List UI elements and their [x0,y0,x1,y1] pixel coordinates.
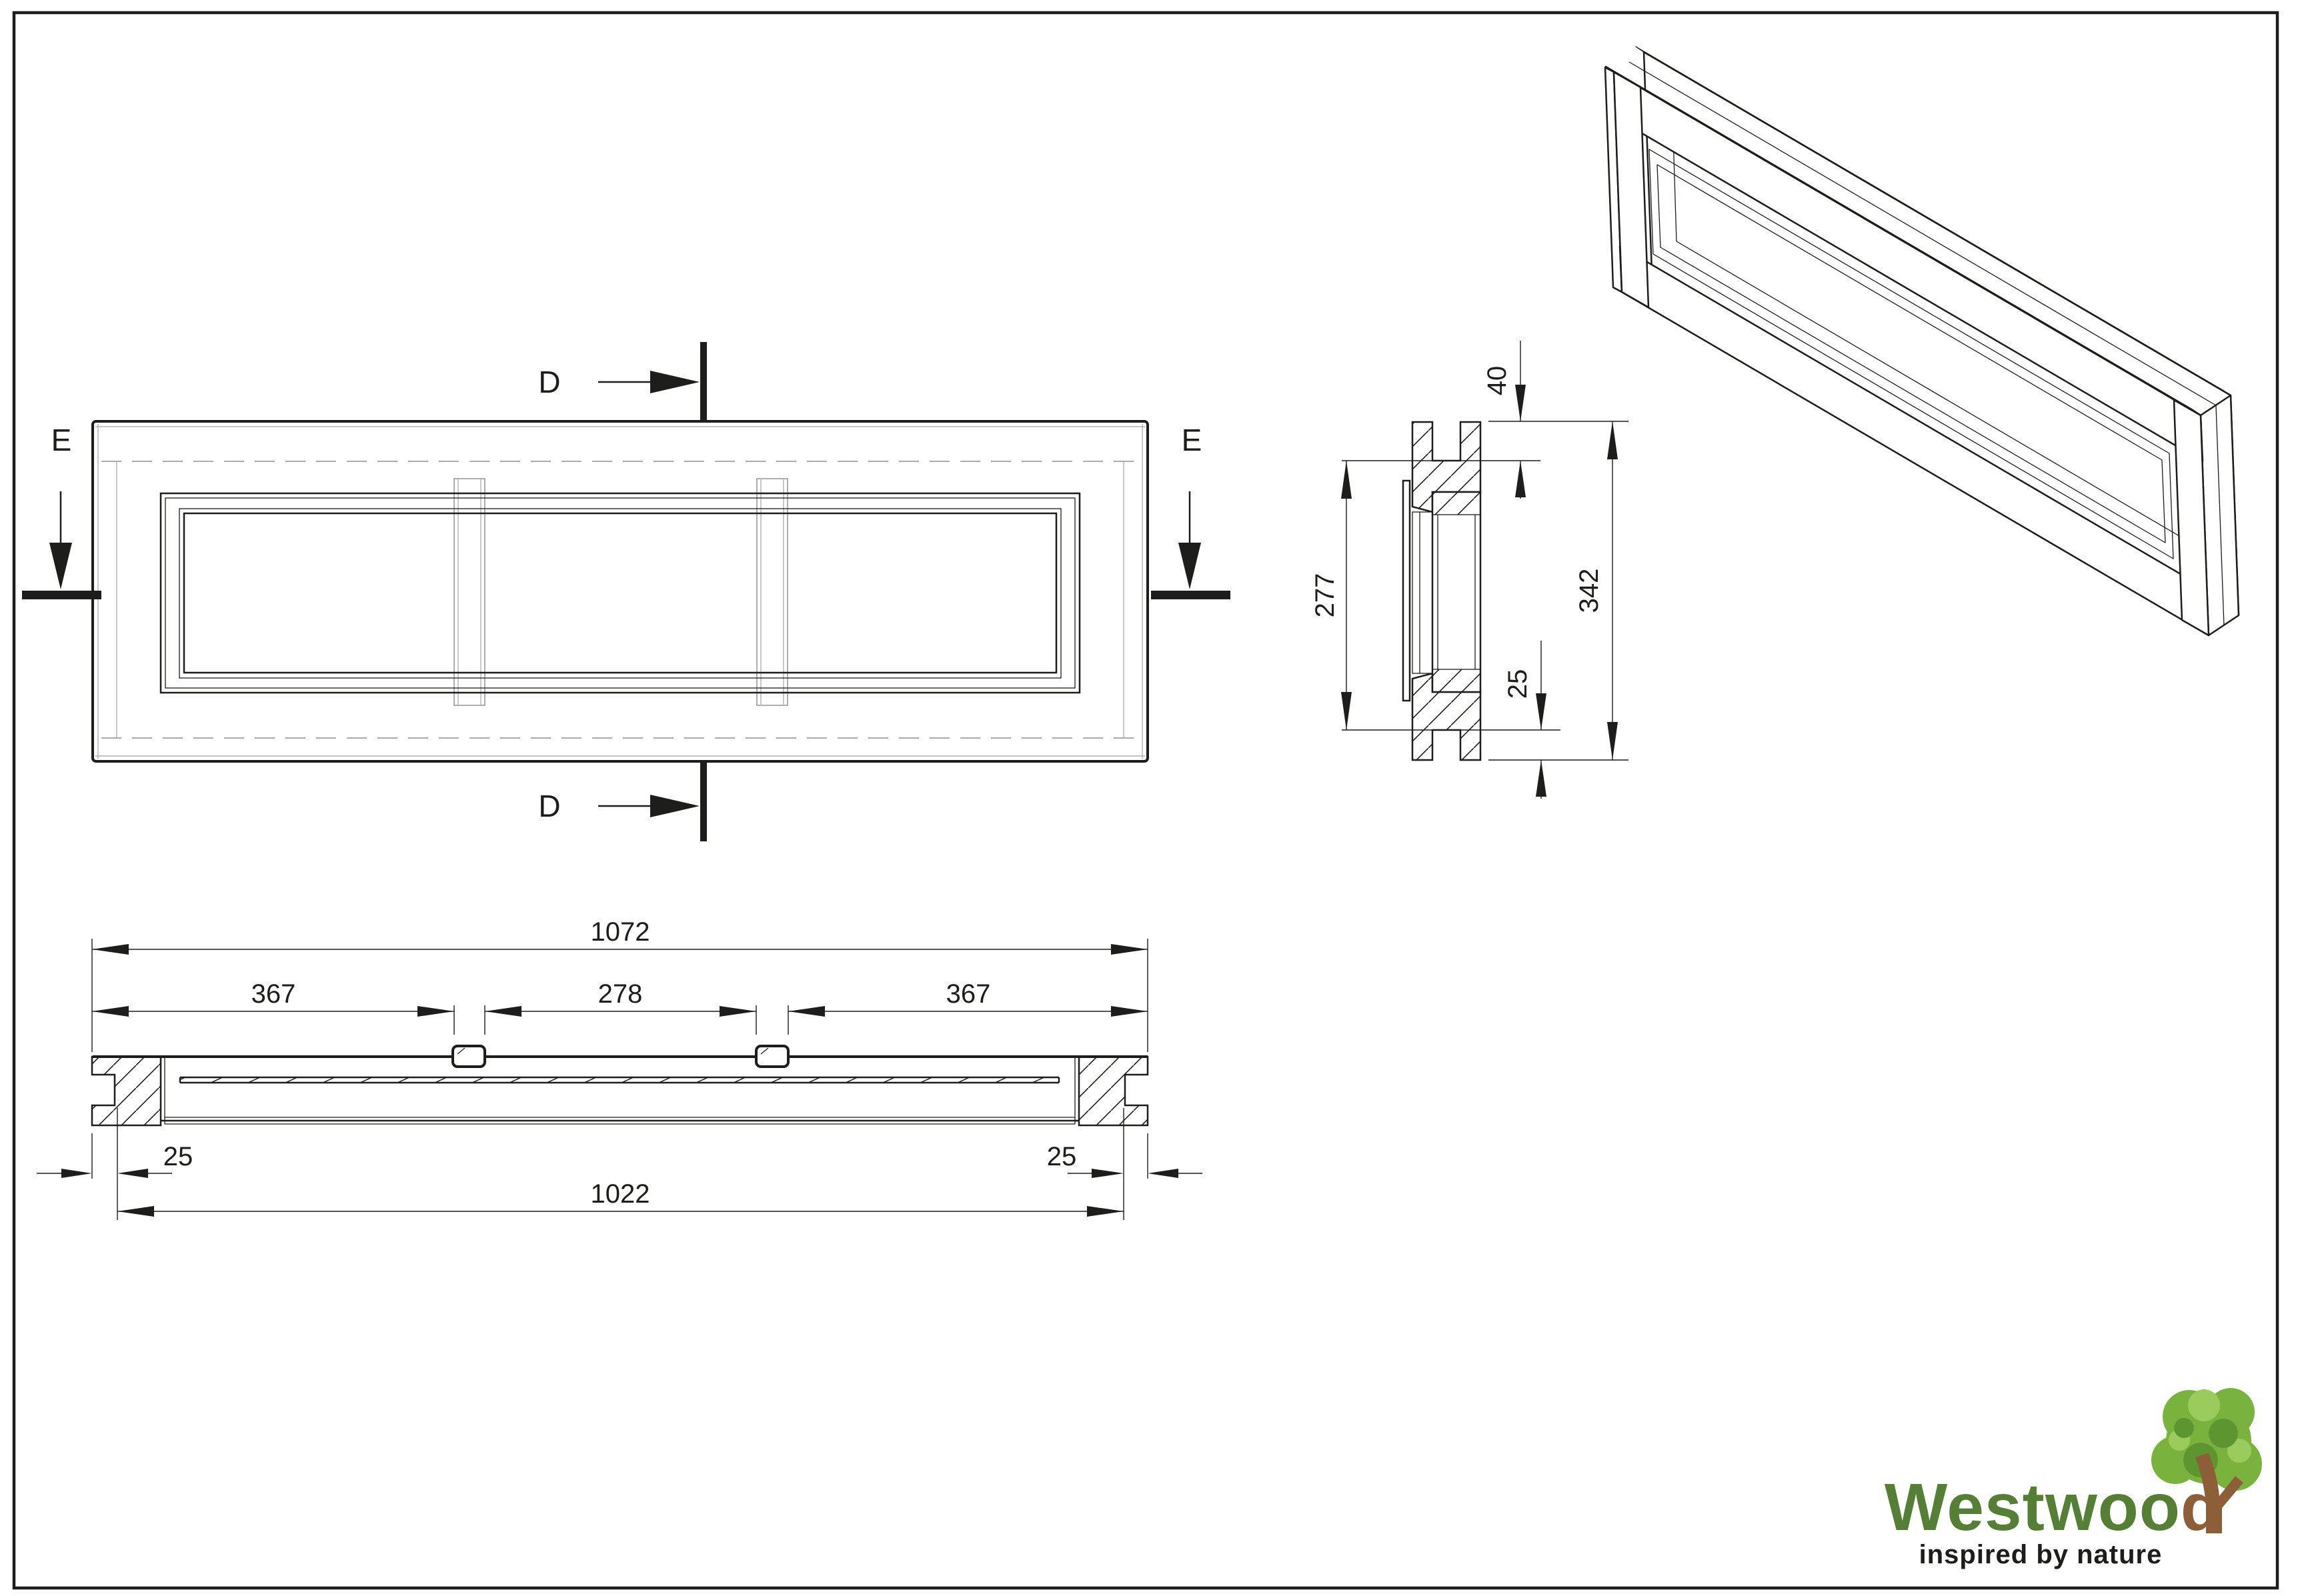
front-elevation-view: D D E E [22,342,1230,841]
bottom-frame-member [1411,672,1482,761]
glazing-bar-right [756,478,788,706]
dimension-top-groove: 40 [1482,341,1526,499]
dim-value: 40 [1482,366,1512,396]
dim-value: 1072 [591,917,650,947]
dimension-inner-width: 1022 [117,1179,1124,1217]
cut-label-d: D [538,789,560,823]
dim-value: 25 [163,1142,193,1171]
glass-pane-edge [1402,479,1411,702]
iso-right-stile [2173,399,2210,637]
iso-sash-line [1648,149,2174,559]
dim-value: 342 [1574,569,1604,613]
dimension-bottom-groove: 25 [1503,641,1546,799]
glazing-bar-left [453,478,485,706]
dim-value: 25 [1047,1142,1077,1171]
dim-value: 25 [1503,669,1532,699]
right-jamb-section [1078,1055,1149,1127]
dimension-total-height: 342 [1574,421,1618,760]
tree-trunk [2195,1453,2243,1533]
side-section-view: 277 40 342 25 [1310,341,1628,799]
section-cut-e-left: E [22,423,101,599]
plan-section-view: 1072 367 278 367 [37,917,1202,1220]
dimension-sash-height: 277 [1310,461,1352,730]
brand-tagline: inspired by nature [1919,1540,2163,1569]
glazing-bead [1412,511,1433,674]
dim-value: 367 [946,979,991,1009]
dimension-right-groove: 25 [1047,1108,1202,1220]
brand-wordmark-brown: d [2181,1470,2222,1545]
sash-frame-inner-line [165,497,1076,689]
cut-label-e: E [51,423,72,457]
sash-frame-outline [159,492,1081,694]
isometric-view [1604,46,2240,637]
dimension-bays: 367 278 367 [92,979,1148,1035]
iso-left-stile [1612,71,1650,309]
top-frame-member [1411,421,1482,513]
dim-value: 278 [598,979,643,1009]
section-cut-d-bottom: D [538,761,707,841]
cut-arrow-icon [650,795,700,817]
section-cut-d-top: D [538,342,707,421]
glazing-bar-section-left [451,1045,486,1068]
sash-top-cap [1432,491,1481,515]
cut-arrow-icon [650,371,700,393]
westwood-logo: Westwood inspired by nature [1885,1388,2262,1569]
cut-arrow-icon [49,543,72,589]
dim-value: 367 [251,979,296,1009]
sash-member [1431,491,1482,693]
glass-opening-outline [183,512,1058,674]
iso-glass-line [1656,164,2166,543]
glazing-rebate-line [179,508,1062,679]
iso-back-slab-top [1635,46,2231,396]
glass-pane-section [179,1076,1060,1084]
left-jamb-section [91,1055,162,1127]
sash-bottom-cap [1432,669,1481,693]
dim-value: 277 [1310,573,1340,618]
brand-wordmark-green: Westwoo [1885,1470,2181,1545]
cut-label-d: D [538,365,560,399]
dimension-total-width: 1072 [91,917,1148,1052]
cut-arrow-icon [1178,543,1201,589]
tree-icon [2151,1388,2262,1533]
dimension-left-groove: 25 [37,1108,193,1220]
cut-label-e: E [1182,423,1202,457]
glazing-bar-section-right [755,1045,790,1068]
brand-wordmark: Westwood [1885,1470,2222,1545]
dim-value: 1022 [591,1179,650,1209]
section-cut-e-right: E [1151,423,1230,599]
